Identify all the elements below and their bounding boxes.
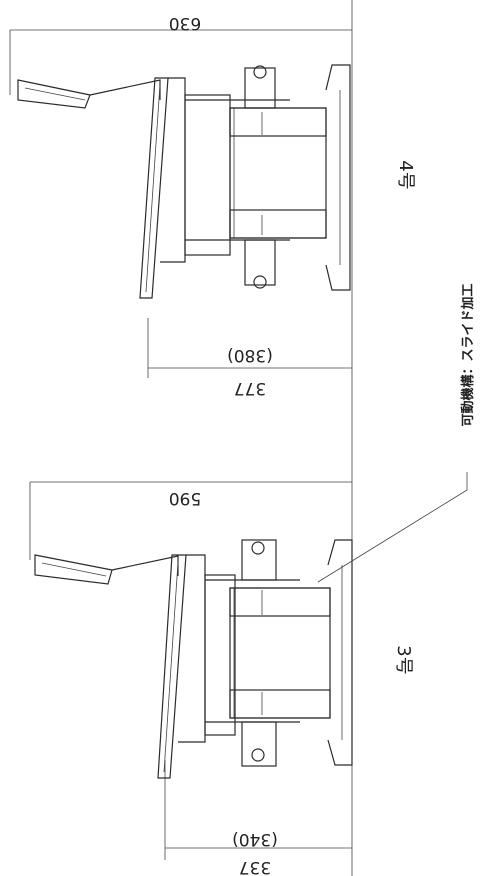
wheel-brackets — [241, 539, 277, 767]
view-model-4: 630 (380) 377 4号 — [9, 0, 416, 450]
wheel-brackets — [244, 65, 276, 289]
handle — [34, 554, 179, 585]
model-label-4: 4号 — [395, 160, 416, 189]
mechanism-note: 可動機構：スライド加工 — [317, 283, 476, 583]
leader-line — [317, 472, 468, 583]
overall-dim-3: 590 — [169, 488, 201, 508]
handle — [17, 79, 161, 109]
inner-frame — [204, 574, 331, 736]
base-plate — [327, 539, 353, 766]
back-frame — [139, 77, 186, 299]
dimension-lines — [29, 450, 353, 876]
lower-dim-ref-3: (340) — [232, 829, 278, 849]
back-frame — [157, 554, 206, 779]
view-model-3: 590 (340) 337 3号 — [29, 450, 414, 876]
lower-dim-3: 337 — [239, 857, 271, 876]
dimension-lines — [9, 0, 353, 450]
lower-dim-4: 377 — [234, 378, 266, 398]
base-plate — [325, 64, 351, 291]
note-text: 可動機構：スライド加工 — [460, 283, 476, 426]
model-label-3: 3号 — [393, 645, 414, 674]
lower-dim-ref-4: (380) — [227, 345, 273, 365]
overall-dim-4: 630 — [169, 13, 201, 33]
inner-frame — [184, 94, 327, 256]
